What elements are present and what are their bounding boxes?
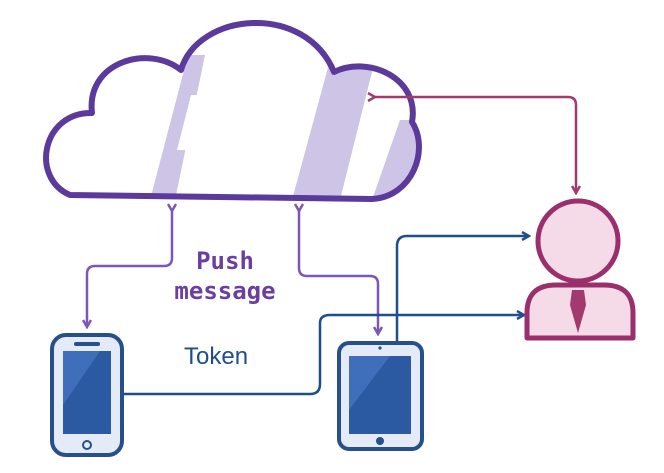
arrow-cloud-user <box>374 97 576 192</box>
tablet-icon <box>337 341 424 451</box>
arrow-phone-user <box>123 315 523 396</box>
arrow-cloud-phone <box>87 210 172 326</box>
smartphone-icon <box>50 333 124 457</box>
arrow-tablet-user <box>395 236 528 343</box>
user-icon <box>524 198 636 341</box>
push-label-line2: message <box>174 277 276 305</box>
arrow-cloud-tablet <box>299 210 378 333</box>
push-label-line1: Push <box>196 247 254 275</box>
cloud-icon <box>43 20 422 202</box>
tie-icon <box>570 290 586 333</box>
token-label: Token <box>184 343 249 370</box>
push-message-label: Push message <box>150 246 300 306</box>
